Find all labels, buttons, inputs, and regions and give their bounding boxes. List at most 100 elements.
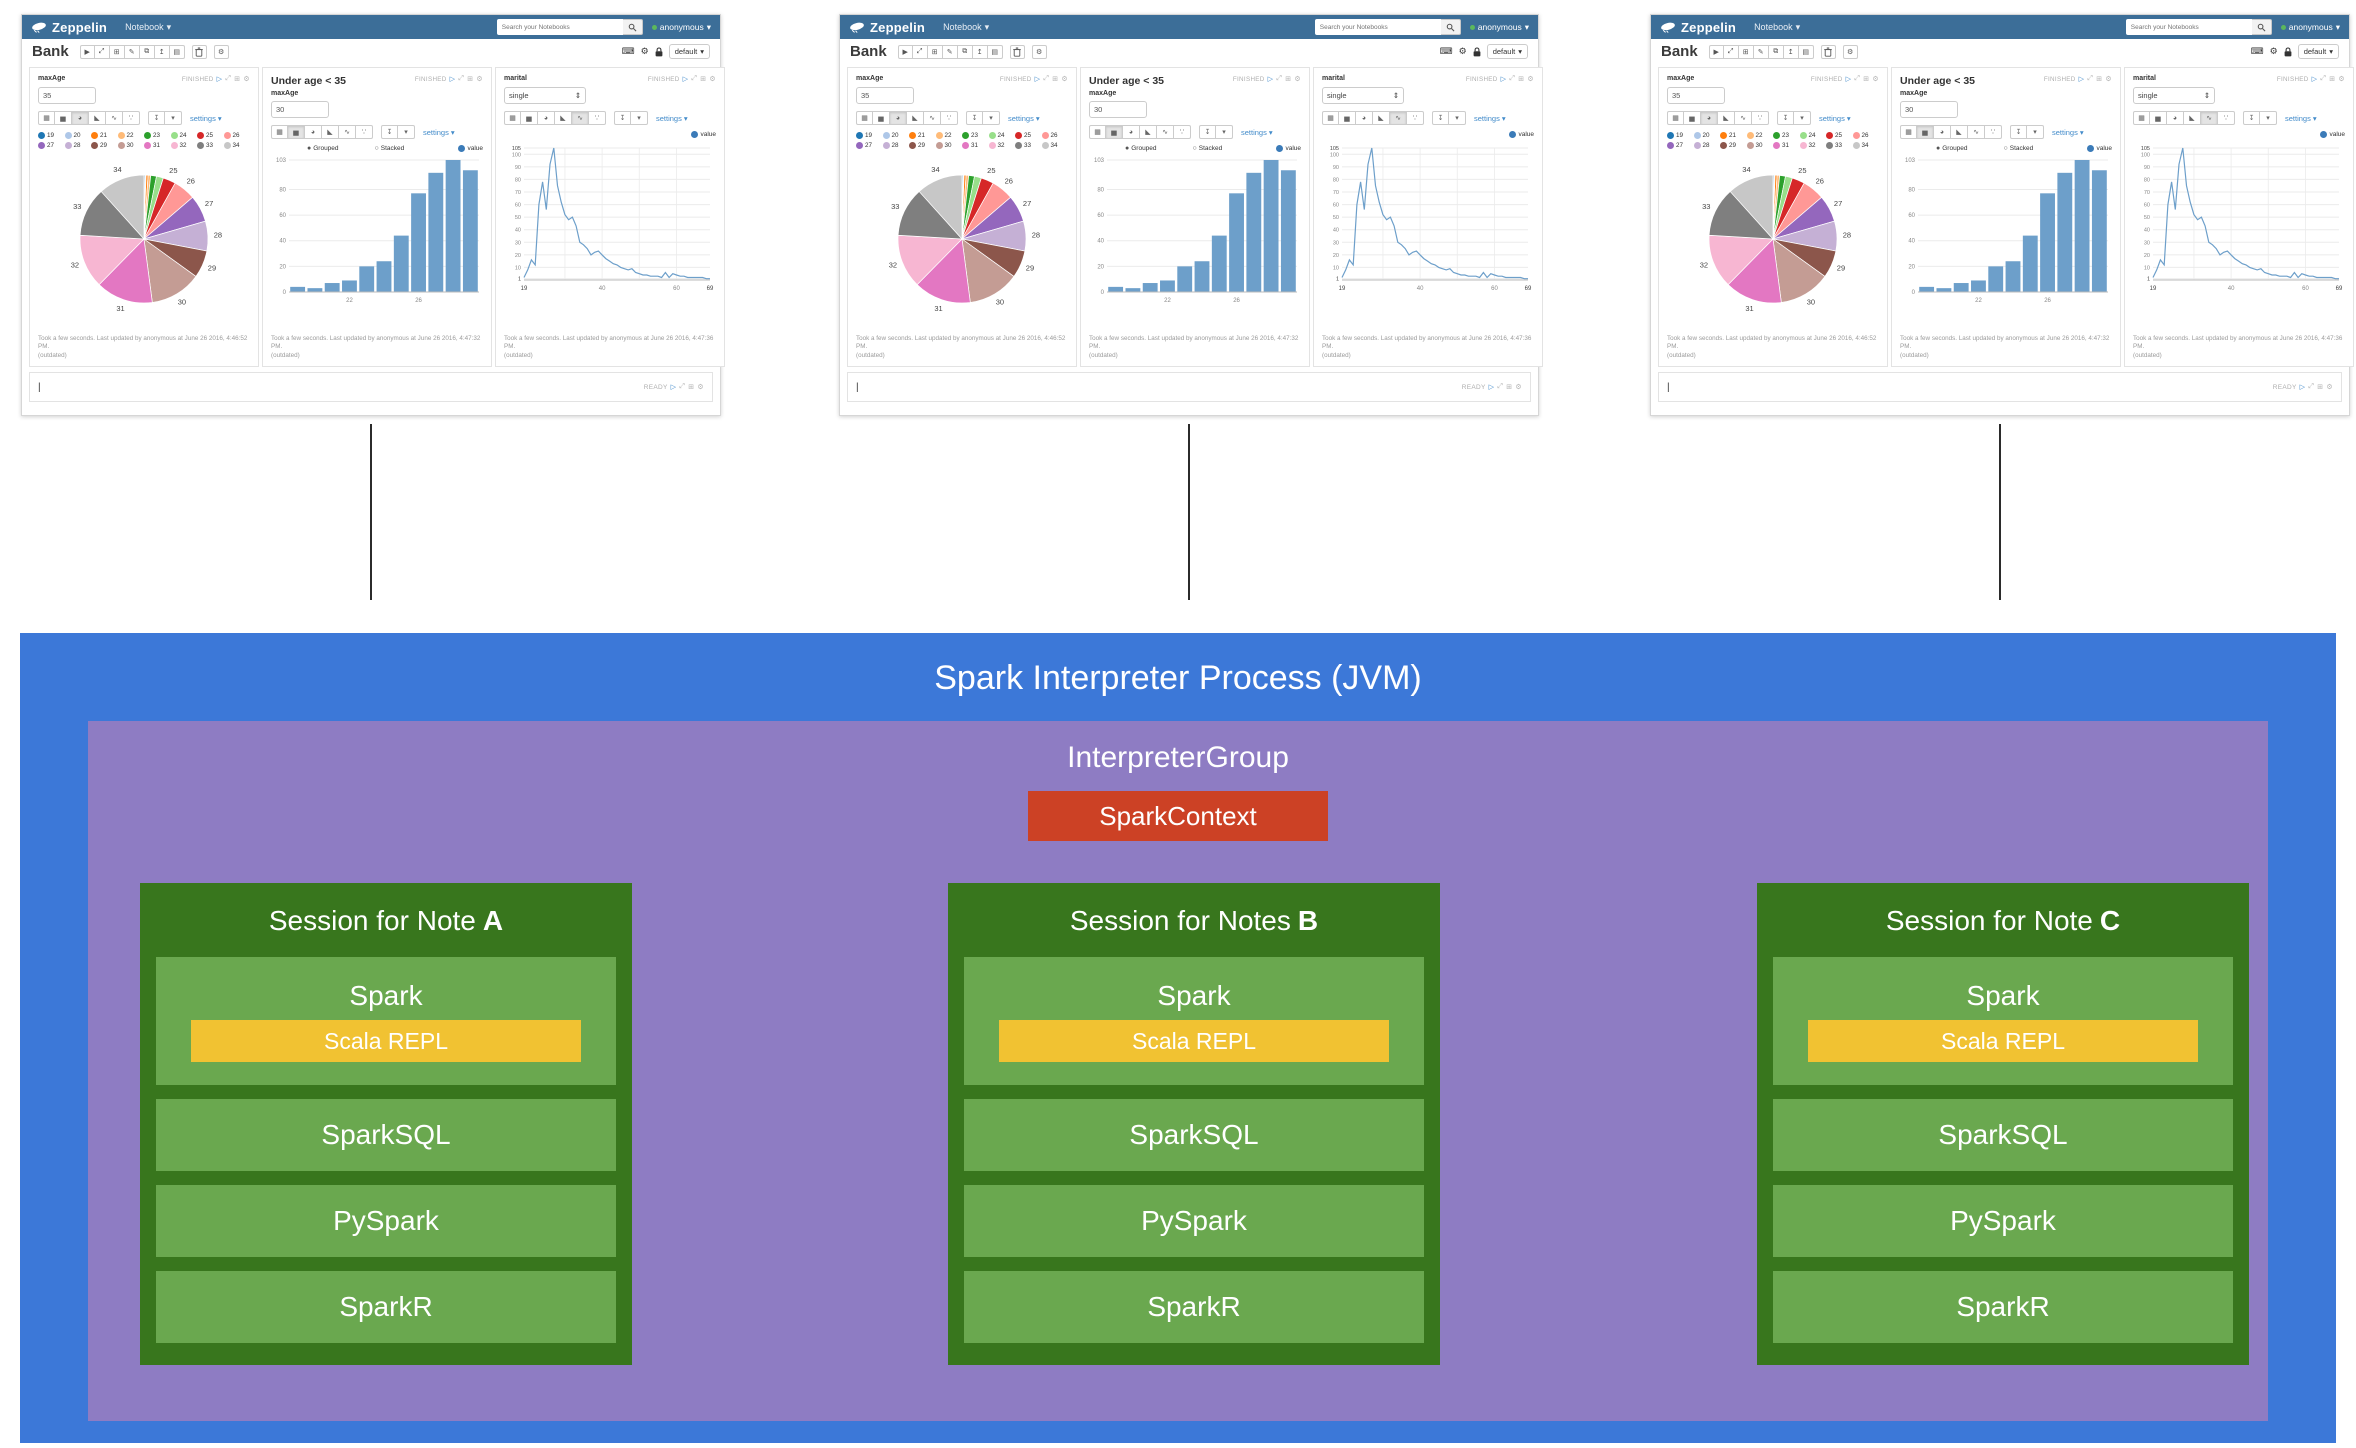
- clear-output-button[interactable]: ✎: [942, 44, 958, 59]
- interpreter-gear-icon[interactable]: ⚙: [1458, 46, 1467, 56]
- search-button[interactable]: [622, 19, 643, 35]
- legend-item[interactable]: 30: [935, 142, 963, 149]
- paragraph-empty[interactable]: | READY ▷ ⤢ ⊞ ⚙: [1658, 372, 2342, 402]
- paragraph-pie-chart[interactable]: maxAge FINISHED ▷ ⤢ ⊞ ⚙ ▦ ▅ ◕ ◣ ∿ ∵: [1658, 67, 1888, 367]
- download-caret-button[interactable]: ▾: [165, 111, 182, 125]
- expand-icon[interactable]: ⤢: [1854, 75, 1861, 82]
- chart-type-pie-button[interactable]: ◕: [1356, 111, 1373, 125]
- gear-icon[interactable]: ⚙: [709, 76, 716, 83]
- legend-item[interactable]: 25: [1826, 132, 1853, 139]
- chart-type-pie-button[interactable]: ◕: [72, 111, 89, 125]
- legend-item[interactable]: 27: [856, 142, 883, 149]
- chart-type-area-button[interactable]: ◣: [1718, 111, 1735, 125]
- expand-icon[interactable]: ⤢: [225, 75, 232, 82]
- legend-item[interactable]: 31: [1773, 142, 1800, 149]
- run-paragraph-icon[interactable]: ▷: [682, 76, 689, 83]
- chart-type-scatter-button[interactable]: ∵: [2218, 111, 2235, 125]
- legend-item[interactable]: 25: [197, 132, 224, 139]
- legend-item[interactable]: 29: [1720, 142, 1747, 149]
- settings-link[interactable]: settings ▾: [423, 128, 455, 137]
- export-note-button[interactable]: ↥: [1783, 44, 1799, 59]
- lock-icon[interactable]: [1473, 46, 1481, 57]
- download-caret-button[interactable]: ▾: [983, 111, 1000, 125]
- chart-type-table-button[interactable]: ▦: [504, 111, 521, 125]
- chart-type-line-button[interactable]: ∿: [1157, 125, 1174, 139]
- chart-type-area-button[interactable]: ◣: [907, 111, 924, 125]
- chart-type-bar-button[interactable]: ▅: [521, 111, 538, 125]
- gear-icon[interactable]: ⚙: [1527, 76, 1534, 83]
- legend-item[interactable]: 21: [909, 132, 936, 139]
- chart-type-table-button[interactable]: ▦: [856, 111, 873, 125]
- export-note-button[interactable]: ↥: [154, 44, 170, 59]
- link-icon[interactable]: ⊞: [1285, 76, 1292, 83]
- legend-item[interactable]: 22: [935, 132, 963, 139]
- zeppelin-logo[interactable]: Zeppelin: [849, 20, 925, 35]
- download-caret-button[interactable]: ▾: [2027, 125, 2044, 139]
- download-caret-button[interactable]: ▾: [2260, 111, 2277, 125]
- chart-type-area-button[interactable]: ◣: [322, 125, 339, 139]
- legend-item[interactable]: 32: [988, 142, 1016, 149]
- delete-note-button[interactable]: [191, 44, 207, 59]
- maxage-input[interactable]: [856, 87, 914, 104]
- gear-icon[interactable]: ⚙: [1515, 384, 1522, 391]
- expand-icon[interactable]: ⤢: [1043, 75, 1050, 82]
- chart-type-line-button[interactable]: ∿: [572, 111, 589, 125]
- chart-type-bar-button[interactable]: ▅: [2150, 111, 2167, 125]
- legend-item[interactable]: 29: [91, 142, 118, 149]
- gear-icon[interactable]: ⚙: [476, 76, 483, 83]
- paragraph-pie-chart[interactable]: maxAge FINISHED ▷ ⤢ ⊞ ⚙ ▦ ▅ ◕ ◣ ∿ ∵: [847, 67, 1077, 367]
- legend-item[interactable]: 27: [38, 142, 65, 149]
- expand-icon[interactable]: ⤢: [1509, 75, 1516, 82]
- version-control-button[interactable]: ▤: [169, 44, 185, 59]
- run-all-button[interactable]: ▶: [897, 44, 913, 59]
- legend-item[interactable]: 32: [1799, 142, 1827, 149]
- chart-type-scatter-button[interactable]: ∵: [1174, 125, 1191, 139]
- run-paragraph-icon[interactable]: ▷: [670, 384, 677, 391]
- show-hide-output-button[interactable]: ⊞: [1738, 44, 1754, 59]
- chart-type-area-button[interactable]: ◣: [1373, 111, 1390, 125]
- run-paragraph-icon[interactable]: ▷: [2311, 76, 2318, 83]
- schedule-button[interactable]: ⚙: [1031, 44, 1047, 59]
- clear-output-button[interactable]: ✎: [124, 44, 140, 59]
- chart-type-pie-button[interactable]: ◕: [1123, 125, 1140, 139]
- chart-type-bar-button[interactable]: ▅: [873, 111, 890, 125]
- chart-type-line-button[interactable]: ∿: [339, 125, 356, 139]
- gear-icon[interactable]: ⚙: [1294, 76, 1301, 83]
- run-paragraph-icon[interactable]: ▷: [2078, 76, 2085, 83]
- chart-type-table-button[interactable]: ▦: [1322, 111, 1339, 125]
- settings-link[interactable]: settings ▾: [2052, 128, 2084, 137]
- interpreter-binding-button[interactable]: default ▾: [1486, 44, 1528, 59]
- link-icon[interactable]: ⊞: [688, 384, 695, 391]
- download-caret-button[interactable]: ▾: [1794, 111, 1811, 125]
- clone-note-button[interactable]: ⧉: [1768, 44, 1784, 59]
- legend-item[interactable]: 32: [170, 142, 198, 149]
- legend-item[interactable]: 34: [1041, 142, 1069, 149]
- legend-item[interactable]: 24: [1799, 132, 1827, 139]
- show-hide-code-button[interactable]: ⤢: [1723, 44, 1739, 59]
- search-button[interactable]: [1440, 19, 1461, 35]
- gear-icon[interactable]: ⚙: [243, 76, 250, 83]
- download-button[interactable]: ↧: [966, 111, 983, 125]
- link-icon[interactable]: ⊞: [2317, 384, 2324, 391]
- legend-item[interactable]: 22: [1746, 132, 1774, 139]
- chart-type-table-button[interactable]: ▦: [2133, 111, 2150, 125]
- download-button[interactable]: ↧: [148, 111, 165, 125]
- user-menu[interactable]: anonymous ▾: [1469, 22, 1529, 33]
- legend-item[interactable]: 33: [1826, 142, 1853, 149]
- download-caret-button[interactable]: ▾: [1216, 125, 1233, 139]
- chart-type-bar-button[interactable]: ▅: [1684, 111, 1701, 125]
- gear-icon[interactable]: ⚙: [2105, 76, 2112, 83]
- user-menu[interactable]: anonymous ▾: [2280, 22, 2340, 33]
- chart-type-pie-button[interactable]: ◕: [538, 111, 555, 125]
- chart-type-scatter-button[interactable]: ∵: [589, 111, 606, 125]
- chart-type-table-button[interactable]: ▦: [1667, 111, 1684, 125]
- clear-output-button[interactable]: ✎: [1753, 44, 1769, 59]
- expand-icon[interactable]: ⤢: [458, 75, 465, 82]
- download-button[interactable]: ↧: [1777, 111, 1794, 125]
- gear-icon[interactable]: ⚙: [697, 384, 704, 391]
- chart-type-table-button[interactable]: ▦: [271, 125, 288, 139]
- chart-type-table-button[interactable]: ▦: [1089, 125, 1106, 139]
- interpreter-binding-button[interactable]: default ▾: [668, 44, 710, 59]
- version-control-button[interactable]: ▤: [987, 44, 1003, 59]
- schedule-button[interactable]: ⚙: [213, 44, 229, 59]
